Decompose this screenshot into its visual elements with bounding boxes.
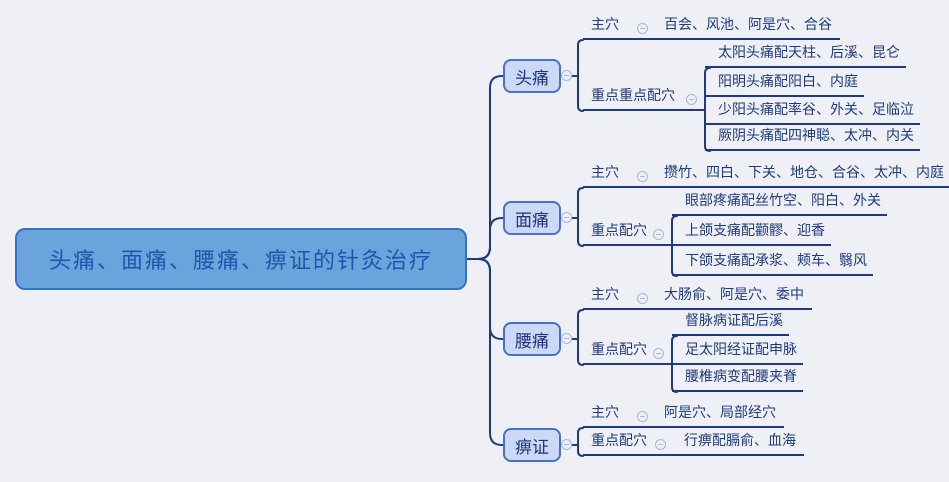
- main-points-row-bi-syndrome[interactable]: 主穴 阿是穴、局部经穴: [583, 404, 784, 428]
- root-topic[interactable]: 头痛、面痛、腰痛、痹证的针灸治疗: [15, 228, 467, 290]
- collapse-minus-icon[interactable]: [653, 229, 664, 240]
- root-topic-label: 头痛、面痛、腰痛、痹证的针灸治疗: [48, 249, 433, 274]
- collapse-minus-icon[interactable]: [561, 439, 572, 450]
- main-points-row-headache[interactable]: 主穴 百会、风池、阿是穴、合谷: [583, 16, 840, 40]
- key-point-text: 下颌支痛配承浆、颊车、翳风: [685, 253, 867, 269]
- key-points-label-headache[interactable]: 重点重点配穴: [583, 87, 705, 111]
- branch-topic-label: 面痛: [515, 210, 549, 231]
- main-points-label: 主穴: [591, 287, 619, 303]
- main-points-value: 大肠俞、阿是穴、委中: [664, 287, 804, 303]
- key-point-text: 行痹配膈俞、血海: [684, 433, 796, 449]
- branch-topic-label: 腰痛: [515, 331, 549, 352]
- key-point-text: 厥阴头痛配四神聪、太冲、内关: [718, 128, 914, 144]
- key-point-item[interactable]: 少阳头痛配率谷、外关、足临泣: [705, 101, 920, 125]
- key-point-text: 少阳头痛配率谷、外关、足临泣: [718, 102, 914, 118]
- key-point-text: 阳明头痛配阳白、内庭: [718, 74, 858, 90]
- key-point-item[interactable]: 上颌支痛配颧髎、迎香: [672, 222, 831, 246]
- key-point-item[interactable]: 眼部疼痛配丝竹空、阳白、外关: [672, 192, 887, 216]
- collapse-minus-icon[interactable]: [561, 333, 572, 344]
- key-point-item[interactable]: 阳明头痛配阳白、内庭: [705, 73, 864, 97]
- main-points-value: 攒竹、四白、下关、地仓、合谷、太冲、内庭: [664, 165, 944, 181]
- main-points-label: 主穴: [591, 405, 619, 421]
- key-point-item[interactable]: 足太阳经证配申脉: [672, 341, 803, 365]
- key-point-text: 眼部疼痛配丝竹空、阳白、外关: [685, 193, 881, 209]
- key-point-item[interactable]: 厥阴头痛配四神聪、太冲、内关: [705, 127, 920, 151]
- key-point-text: 太阳头痛配天柱、后溪、昆仑: [718, 45, 900, 61]
- collapse-minus-icon[interactable]: [637, 171, 648, 182]
- key-points-label-facial-pain[interactable]: 重点配穴: [583, 222, 672, 246]
- main-points-row-lumbago[interactable]: 主穴 大肠俞、阿是穴、委中: [583, 286, 812, 310]
- collapse-minus-icon[interactable]: [686, 94, 697, 105]
- key-points-label: 重点配穴: [591, 223, 647, 239]
- main-points-row-facial-pain[interactable]: 主穴 攒竹、四白、下关、地仓、合谷、太冲、内庭: [583, 164, 949, 188]
- key-point-item[interactable]: 督脉病证配后溪: [672, 312, 789, 336]
- branch-topic-bi-syndrome[interactable]: 痹证: [503, 428, 561, 462]
- collapse-minus-icon[interactable]: [637, 23, 648, 34]
- collapse-minus-icon[interactable]: [561, 212, 572, 223]
- collapse-minus-icon[interactable]: [653, 348, 664, 359]
- key-point-item[interactable]: 腰椎病变配腰夹脊: [672, 368, 803, 392]
- key-points-label: 重点配穴: [591, 342, 647, 358]
- main-points-label: 主穴: [591, 17, 619, 33]
- key-point-item[interactable]: 太阳头痛配天柱、后溪、昆仑: [705, 44, 906, 68]
- collapse-minus-icon[interactable]: [561, 70, 572, 81]
- key-points-label: 重点配穴: [591, 433, 647, 449]
- key-point-text: 足太阳经证配申脉: [685, 342, 797, 358]
- main-points-value: 百会、风池、阿是穴、合谷: [664, 17, 832, 33]
- collapse-minus-icon[interactable]: [637, 411, 648, 422]
- key-points-row-bi-syndrome[interactable]: 重点配穴 行痹配膈俞、血海: [583, 432, 804, 456]
- branch-topic-label: 头痛: [515, 68, 549, 89]
- key-point-text: 督脉病证配后溪: [685, 313, 783, 329]
- branch-topic-lumbago[interactable]: 腰痛: [503, 322, 561, 356]
- branch-topic-facial-pain[interactable]: 面痛: [503, 201, 561, 235]
- collapse-minus-icon[interactable]: [655, 439, 666, 450]
- collapse-minus-icon[interactable]: [637, 293, 648, 304]
- key-points-label-lumbago[interactable]: 重点配穴: [583, 341, 672, 365]
- key-point-text: 腰椎病变配腰夹脊: [685, 369, 797, 385]
- main-points-label: 主穴: [591, 165, 619, 181]
- key-point-text: 上颌支痛配颧髎、迎香: [685, 223, 825, 239]
- key-point-item[interactable]: 下颌支痛配承浆、颊车、翳风: [672, 252, 873, 276]
- main-points-value: 阿是穴、局部经穴: [664, 405, 776, 421]
- branch-topic-label: 痹证: [515, 437, 549, 458]
- key-points-label: 重点重点配穴: [591, 88, 675, 104]
- branch-topic-headache[interactable]: 头痛: [503, 59, 561, 93]
